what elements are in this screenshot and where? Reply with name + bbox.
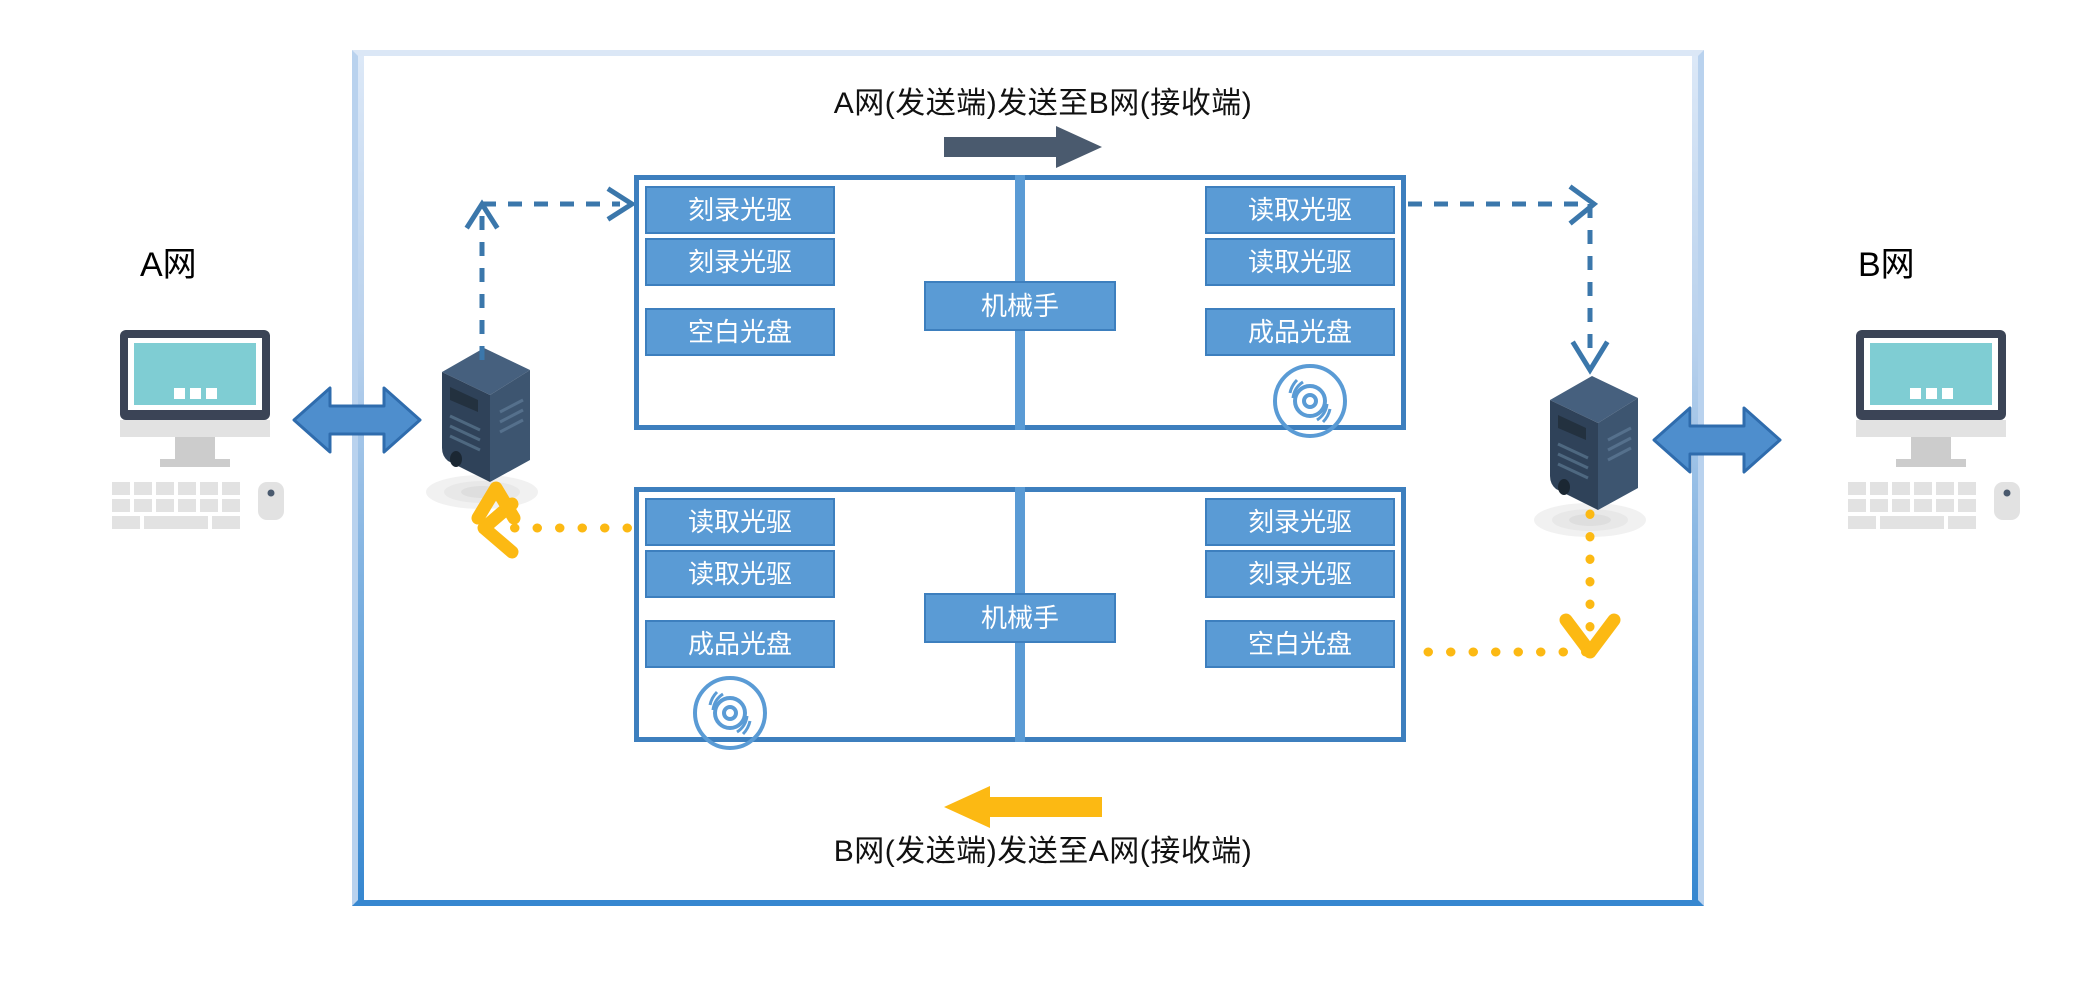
- top-left-drive-2[interactable]: 刻录光驱: [645, 238, 835, 286]
- mouse-icon: [1994, 482, 2020, 520]
- top-right-drive-2[interactable]: 读取光驱: [1205, 238, 1395, 286]
- chassis-to-a-dotted-connector: [471, 481, 655, 559]
- bottom-left-drive-2[interactable]: 读取光驱: [645, 550, 835, 598]
- a-to-b-flow-arrow: [944, 126, 1102, 168]
- bottom-right-disc-tray[interactable]: 空白光盘: [1205, 620, 1395, 668]
- top-right-disc-tray[interactable]: 成品光盘: [1205, 308, 1395, 356]
- a-network-label: A网: [140, 246, 197, 284]
- frame-left-edge: [358, 56, 364, 900]
- a-network-server: [426, 348, 538, 509]
- top-robot-arm[interactable]: 机械手: [924, 281, 1116, 331]
- frame-right-edge: [1692, 56, 1698, 900]
- keyboard-icon: [112, 482, 240, 529]
- a-to-chassis-dashed-connector: [464, 186, 637, 360]
- a-network-workstation: [112, 330, 284, 529]
- top-left-disc-tray[interactable]: 空白光盘: [645, 308, 835, 356]
- chassis-to-b-dashed-connector: [1408, 184, 1610, 375]
- b-network-server: [1534, 376, 1646, 537]
- a-network-link-arrow: [292, 386, 422, 454]
- top-flow-title: A网(发送端)发送至B网(接收端): [833, 87, 1253, 120]
- mouse-icon: [258, 482, 284, 520]
- bottom-right-drive-2[interactable]: 刻录光驱: [1205, 550, 1395, 598]
- top-left-drive-1[interactable]: 刻录光驱: [645, 186, 835, 234]
- bottom-flow-title: B网(发送端)发送至A网(接收端): [833, 835, 1253, 868]
- b-to-chassis-dotted-connector: [1403, 509, 1621, 659]
- bottom-right-drive-1[interactable]: 刻录光驱: [1205, 498, 1395, 546]
- top-right-drive-1[interactable]: 读取光驱: [1205, 186, 1395, 234]
- bottom-left-drive-1[interactable]: 读取光驱: [645, 498, 835, 546]
- bottom-robot-arm[interactable]: 机械手: [924, 593, 1116, 643]
- b-network-workstation: [1848, 330, 2020, 529]
- top-burner-chassis: 刻录光驱 刻录光驱 空白光盘 读取光驱 读取光驱 成品光盘 机械手: [634, 175, 1406, 438]
- bottom-left-disc-tray[interactable]: 成品光盘: [645, 620, 835, 668]
- b-network-label: B网: [1858, 246, 1915, 284]
- b-network-link-arrow: [1652, 406, 1782, 474]
- compact-disc-icon: [693, 676, 767, 750]
- compact-disc-icon: [1273, 364, 1347, 438]
- system-boundary-frame: [352, 50, 1704, 906]
- bottom-burner-chassis: 读取光驱 读取光驱 成品光盘 刻录光驱 刻录光驱 空白光盘 机械手: [634, 487, 1406, 750]
- keyboard-icon: [1848, 482, 1976, 529]
- b-to-a-flow-arrow: [944, 786, 1102, 828]
